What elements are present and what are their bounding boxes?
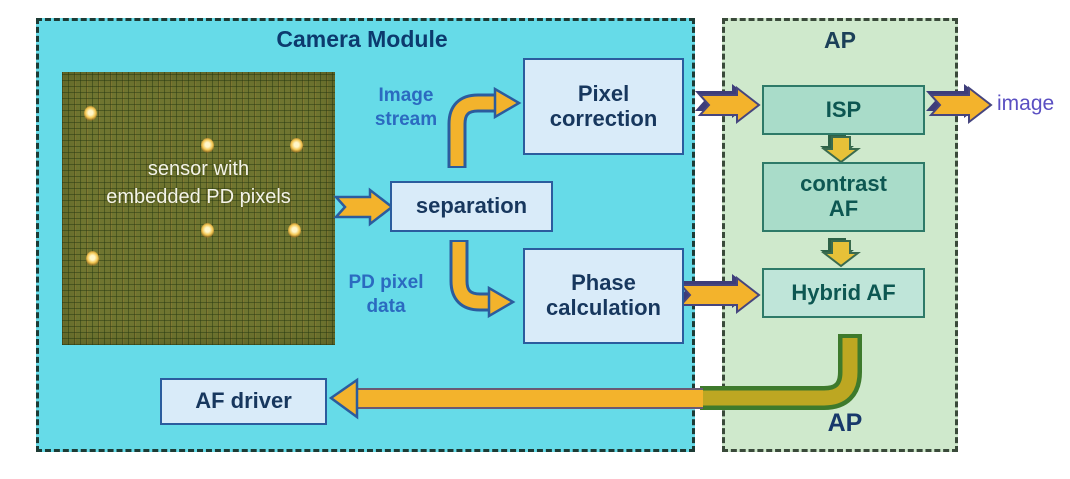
image-stream-line1: Image [378, 85, 434, 106]
sensor-image [62, 72, 335, 345]
ap-title: AP [824, 27, 856, 53]
image-stream-label: Image stream [360, 84, 452, 133]
pd-pixel-dot [84, 106, 97, 121]
ap-region [722, 18, 958, 452]
phase-calculation-box: Phase calculation [523, 248, 684, 344]
camera-module-title: Camera Module [276, 26, 448, 52]
af-driver-box: AF driver [160, 378, 327, 425]
phase-calculation-line2: calculation [546, 295, 661, 320]
pd-pixel-dot [201, 138, 214, 153]
pd-pixel-line2: data [366, 296, 406, 318]
image-output-label: image [997, 92, 1055, 115]
pd-pixel-data-label: PD pixel data [338, 271, 434, 320]
phase-calculation-line1: Phase [571, 270, 636, 296]
hybrid-af-box: Hybrid AF [762, 268, 925, 318]
image-stream-line2: stream [374, 109, 438, 131]
pixel-correction-box: Pixel correction [523, 58, 684, 155]
sensor-caption: sensor with embedded PD pixels [62, 156, 335, 211]
pd-pixel-dot [86, 251, 99, 266]
separation-box: separation [390, 181, 553, 232]
pd-pixel-line1: PD pixel [348, 272, 424, 293]
pd-pixel-dot [288, 223, 301, 238]
sensor-caption-line2: embedded PD pixels [106, 185, 291, 208]
pd-pixel-dot [290, 138, 303, 153]
ap-bottom-label: AP [827, 409, 863, 437]
contrast-af-line1: contrast [800, 171, 887, 197]
contrast-af-line2: AF [828, 196, 859, 221]
isp-box: ISP [762, 85, 925, 135]
contrast-af-box: contrast AF [762, 162, 925, 232]
pd-pixel-dot [201, 223, 214, 238]
pixel-correction-line1: Pixel [577, 80, 630, 106]
sensor-caption-line1: sensor with [147, 158, 250, 180]
pixel-correction-line2: correction [549, 105, 658, 131]
